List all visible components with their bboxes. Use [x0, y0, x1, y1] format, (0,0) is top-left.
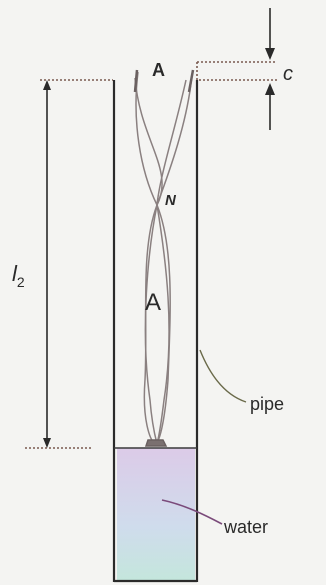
end-correction-label: c [283, 63, 293, 85]
water-label: water [223, 517, 268, 537]
length-label: l2 [12, 261, 25, 290]
water-pointer [161, 499, 223, 525]
antinode-top-label: A [152, 60, 165, 80]
length-label-main: l [12, 261, 18, 286]
length-dimension [43, 80, 51, 448]
pipe-label: pipe [250, 394, 284, 414]
length-label-subscript: 2 [17, 274, 25, 290]
standing-wave [133, 69, 195, 447]
pipe-pointer [199, 349, 247, 403]
end-correction-arrows [265, 8, 275, 130]
water-column [117, 448, 195, 581]
node-label: N [165, 192, 177, 209]
antinode-mid-label: A [145, 289, 161, 316]
